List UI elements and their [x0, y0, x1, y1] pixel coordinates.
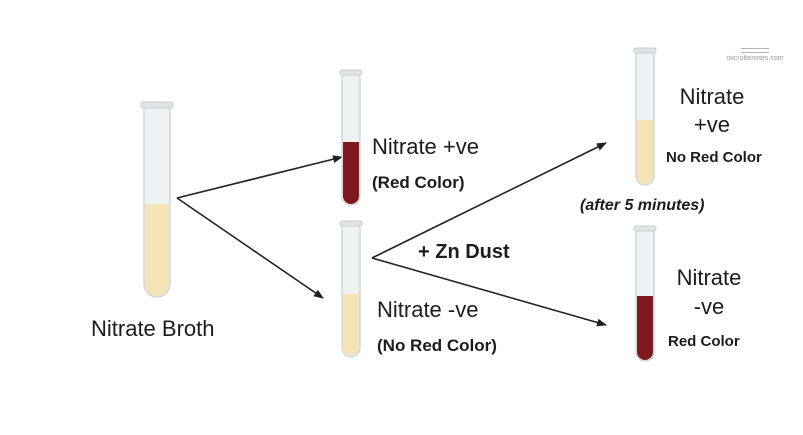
watermark: microbenotes.com — [715, 48, 795, 62]
watermark-logo-icon — [741, 48, 769, 53]
positive-label: Nitrate +ve — [372, 134, 479, 159]
positive-red-liquid — [343, 142, 359, 204]
zn-dust-label: + Zn Dust — [418, 241, 510, 263]
arrow-to-negative — [176, 197, 324, 299]
zn-positive-liquid — [637, 120, 653, 184]
zn-negative-label-line1: Nitrate — [676, 265, 742, 290]
zn-positive-label-line2: +ve — [693, 112, 731, 137]
zn-negative-tube-rim — [633, 225, 657, 232]
broth-liquid — [145, 204, 169, 296]
zn-positive-tube-rim — [633, 47, 657, 54]
zn-positive-label-line1: Nitrate — [679, 84, 745, 109]
broth-label: Nitrate Broth — [91, 316, 215, 341]
negative-liquid — [343, 294, 359, 356]
positive-tube — [339, 69, 363, 206]
arrow-to-zn-negative — [371, 257, 607, 327]
zn-negative-tube — [633, 225, 657, 362]
zn-negative-label-line2: -ve — [693, 294, 725, 319]
arrow-to-positive — [176, 155, 343, 199]
broth-tube-rim — [140, 101, 174, 109]
arrow-to-zn-positive — [371, 142, 607, 259]
zn-negative-note: Red Color — [668, 333, 740, 350]
zn-positive-note: No Red Color — [666, 149, 762, 166]
negative-tube-rim — [339, 220, 363, 227]
negative-label: Nitrate -ve — [377, 297, 479, 322]
zn-negative-red-liquid — [637, 296, 653, 360]
zn-positive-tube — [633, 47, 657, 186]
positive-note: (Red Color) — [372, 173, 465, 192]
negative-tube — [339, 220, 363, 358]
broth-tube — [140, 101, 174, 298]
watermark-text: microbenotes.com — [726, 55, 784, 62]
positive-tube-rim — [339, 69, 363, 76]
timing-label: (after 5 minutes) — [580, 197, 705, 214]
negative-note: (No Red Color) — [377, 336, 497, 355]
